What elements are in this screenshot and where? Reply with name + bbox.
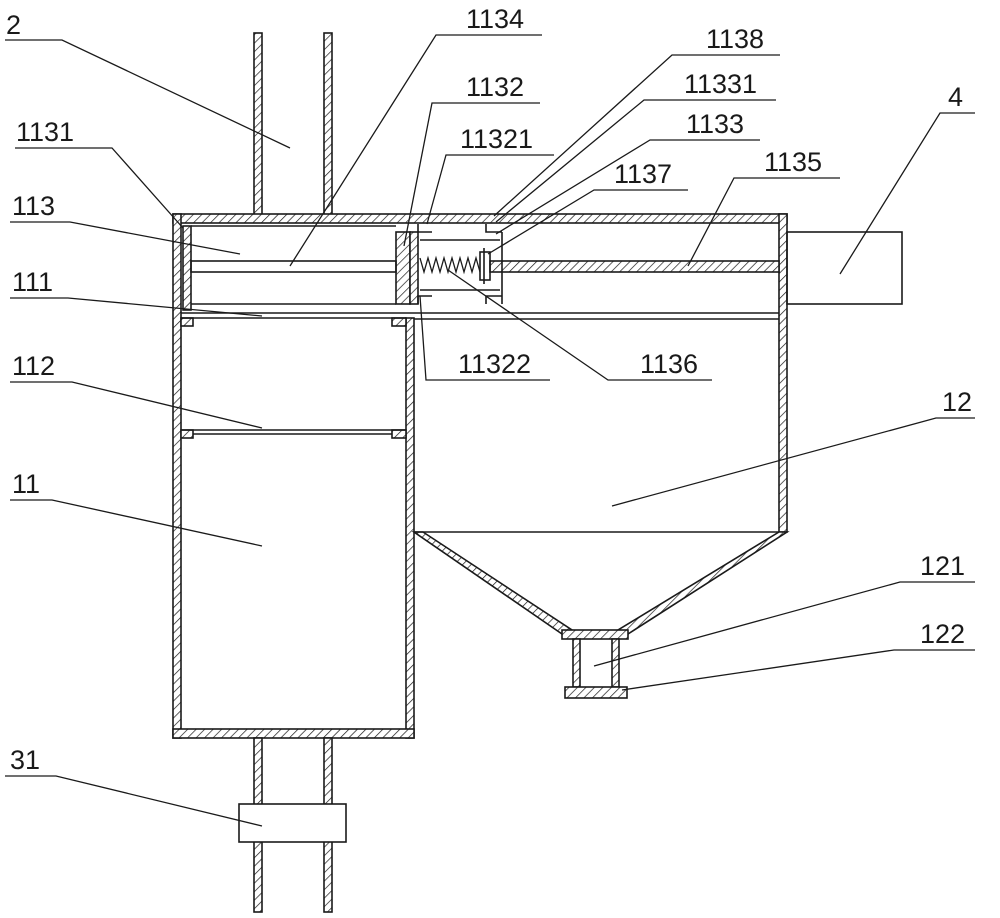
nut-1137 (479, 251, 491, 281)
spring-1136 (419, 255, 481, 275)
leader-11321 (426, 154, 554, 225)
leader-1132 (403, 102, 540, 247)
leader-1136 (447, 269, 712, 381)
label-122: 122 (920, 619, 965, 649)
filter-clip-left-bottom (180, 429, 194, 439)
leader-121 (593, 581, 975, 667)
filter-clip-left-top (180, 317, 194, 327)
label-112: 112 (12, 351, 55, 381)
motor-4 (786, 231, 903, 305)
leader-111 (10, 297, 263, 317)
label-1136: 1136 (640, 349, 698, 379)
leader-4 (839, 112, 975, 275)
label-12: 12 (942, 387, 972, 417)
leader-122 (621, 649, 975, 691)
label-11321: 11321 (460, 124, 533, 154)
side-plate-1131 (182, 225, 192, 311)
label-1137: 1137 (614, 159, 672, 189)
label-1131: 1131 (16, 117, 74, 147)
leader-12 (611, 417, 975, 507)
label-1135: 1135 (764, 147, 822, 177)
label-1132: 1132 (466, 72, 524, 102)
leader-113 (10, 221, 241, 255)
label-113: 113 (12, 191, 55, 221)
label-11322: 11322 (458, 349, 531, 379)
leader-112 (10, 381, 263, 429)
leader-1138 (493, 54, 780, 217)
inlet-pipe-wall-right (323, 32, 333, 216)
funnel-wall-right (616, 531, 790, 635)
leader-11331 (495, 99, 776, 223)
label-1133: 1133 (686, 109, 744, 139)
leader-11322 (419, 295, 550, 381)
slider-plate (409, 231, 419, 305)
spring-housing-top-r (485, 224, 502, 233)
spout-cap-122 (564, 686, 628, 699)
screw-shaft-1135 (489, 260, 780, 273)
label-4: 4 (948, 82, 963, 112)
label-111: 111 (12, 267, 53, 297)
label-11: 11 (12, 469, 40, 499)
leader-2 (5, 39, 291, 149)
leader-1131 (15, 147, 184, 229)
label-31: 31 (10, 745, 40, 775)
spring-housing-bot (417, 295, 432, 304)
filter-clip-right-top (391, 317, 407, 327)
inlet-pipe-wall-left (253, 32, 263, 216)
leader-1133 (495, 139, 760, 235)
coupling-31 (238, 803, 347, 843)
label-1138: 1138 (706, 24, 764, 54)
leader-31 (5, 775, 263, 827)
slider-block-1132 (395, 231, 411, 305)
tank-bottom-wall (172, 728, 415, 739)
spout-wall-right (611, 638, 620, 688)
leader-1134 (289, 34, 542, 267)
leader-11 (10, 499, 263, 547)
leader-1137 (487, 189, 688, 255)
spring-housing-top (417, 224, 432, 233)
chamber-right-wall (778, 213, 788, 533)
label-121: 121 (920, 551, 965, 581)
spout-wall-left (572, 638, 581, 688)
filter-clip-right-bottom (391, 429, 407, 439)
spout-flange-top (561, 629, 629, 640)
label-1134: 1134 (466, 4, 524, 34)
leader-1135 (687, 177, 840, 267)
housing-top-wall (172, 213, 788, 224)
divider-wall (405, 317, 415, 739)
tank-left-wall (172, 213, 182, 739)
label-2: 2 (6, 10, 21, 40)
label-11331: 11331 (684, 69, 757, 99)
funnel-wall-left (411, 531, 574, 635)
scraper-rod-1134 (190, 260, 397, 273)
